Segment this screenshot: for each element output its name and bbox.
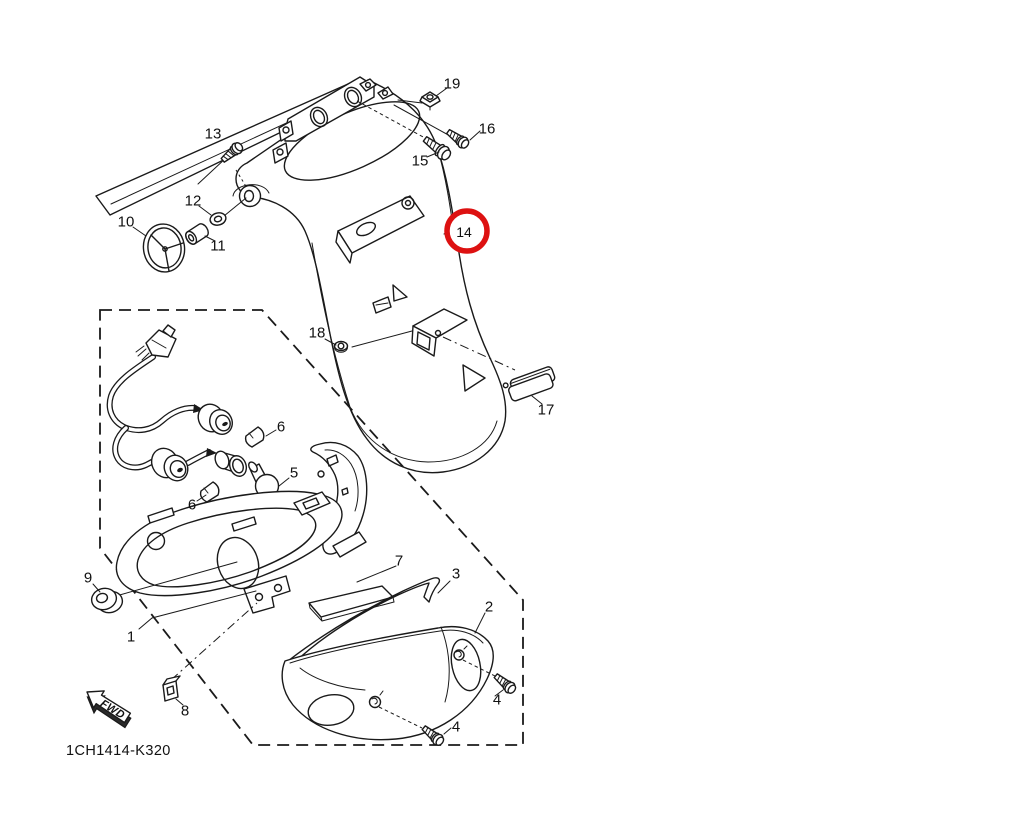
part-label-15[interactable]: 15 — [412, 153, 429, 170]
bulb-socket-b — [150, 447, 189, 482]
part-label-12[interactable]: 12 — [185, 193, 202, 210]
part-label-9[interactable]: 9 — [84, 570, 92, 587]
bulb-socket-a — [197, 403, 233, 435]
part-label-14[interactable]: 14 — [456, 224, 472, 240]
harness-connector — [135, 324, 177, 361]
housing-socket-plate — [293, 491, 331, 516]
part-label-11[interactable]: 11 — [210, 238, 226, 255]
part-label-5[interactable]: 5 — [290, 465, 298, 482]
reflector-17 — [502, 366, 556, 402]
clip-nut-19 — [419, 91, 441, 111]
part-code: 1CH1414-K320 — [66, 743, 171, 759]
housing-tab-2 — [231, 516, 257, 532]
triangle-mark-upper — [392, 284, 408, 302]
part-label-8[interactable]: 8 — [181, 703, 189, 720]
clip-8 — [162, 675, 181, 702]
mounting-boss — [232, 184, 270, 208]
license-light-housing — [335, 195, 425, 264]
housing-ring-outer — [115, 490, 343, 597]
bracket-tab-3 — [359, 78, 377, 92]
part-label-4b[interactable]: 4 — [452, 719, 460, 736]
part-label-17[interactable]: 17 — [538, 402, 555, 419]
emblem-10 — [142, 223, 186, 273]
housing-bottom-bracket — [243, 575, 291, 614]
part-label-7[interactable]: 7 — [395, 553, 403, 570]
fwd-arrow: FWD — [86, 690, 132, 729]
wedge-bulb-6a — [244, 426, 265, 448]
highlight-ring — [444, 208, 490, 254]
part-label-6a[interactable]: 6 — [277, 419, 285, 436]
part-label-1[interactable]: 1 — [127, 629, 135, 646]
housing-arm — [310, 441, 368, 558]
tail-light-housing-1 — [115, 441, 368, 614]
part-label-3[interactable]: 3 — [452, 566, 460, 583]
lens-2 — [281, 625, 494, 741]
bracket-tab-2 — [272, 142, 289, 164]
trim-3 — [287, 577, 441, 665]
reflector-window — [411, 308, 468, 357]
collar-11 — [185, 223, 209, 245]
highlight-circle-14[interactable]: 14 — [443, 208, 490, 254]
screw-boss-b — [368, 690, 384, 709]
screw-16 — [443, 126, 472, 152]
rear-fender-part-14 — [232, 79, 507, 474]
housing-tab-1 — [147, 507, 175, 524]
part-label-6b[interactable]: 6 — [188, 497, 196, 514]
wedge-bulb-6b — [199, 481, 220, 503]
triangle-mark-lower — [462, 364, 486, 392]
insert-arrow — [206, 448, 217, 457]
part-label-10[interactable]: 10 — [118, 214, 135, 231]
grommet-9 — [90, 587, 124, 614]
part-label-19[interactable]: 19 — [444, 76, 461, 93]
part-label-16[interactable]: 16 — [479, 121, 496, 138]
grommet-18 — [333, 340, 349, 353]
bracket-tab-4 — [377, 86, 394, 100]
bulb-holder — [214, 450, 248, 477]
screw-boss-a — [453, 645, 468, 661]
part-label-13[interactable]: 13 — [205, 126, 222, 143]
part-label-4a[interactable]: 4 — [493, 692, 501, 709]
mounting-bracket — [272, 76, 394, 164]
nut-12 — [209, 212, 227, 226]
part-label-2[interactable]: 2 — [485, 599, 493, 616]
wiring-harness — [106, 324, 248, 482]
part-label-18[interactable]: 18 — [309, 325, 326, 342]
assembly-boundary-box — [99, 309, 524, 746]
callout-labels: 1 2 3 4 4 5 6 6 7 8 9 10 11 12 13 15 16 … — [84, 76, 555, 736]
bracket-tab-1 — [278, 120, 294, 142]
